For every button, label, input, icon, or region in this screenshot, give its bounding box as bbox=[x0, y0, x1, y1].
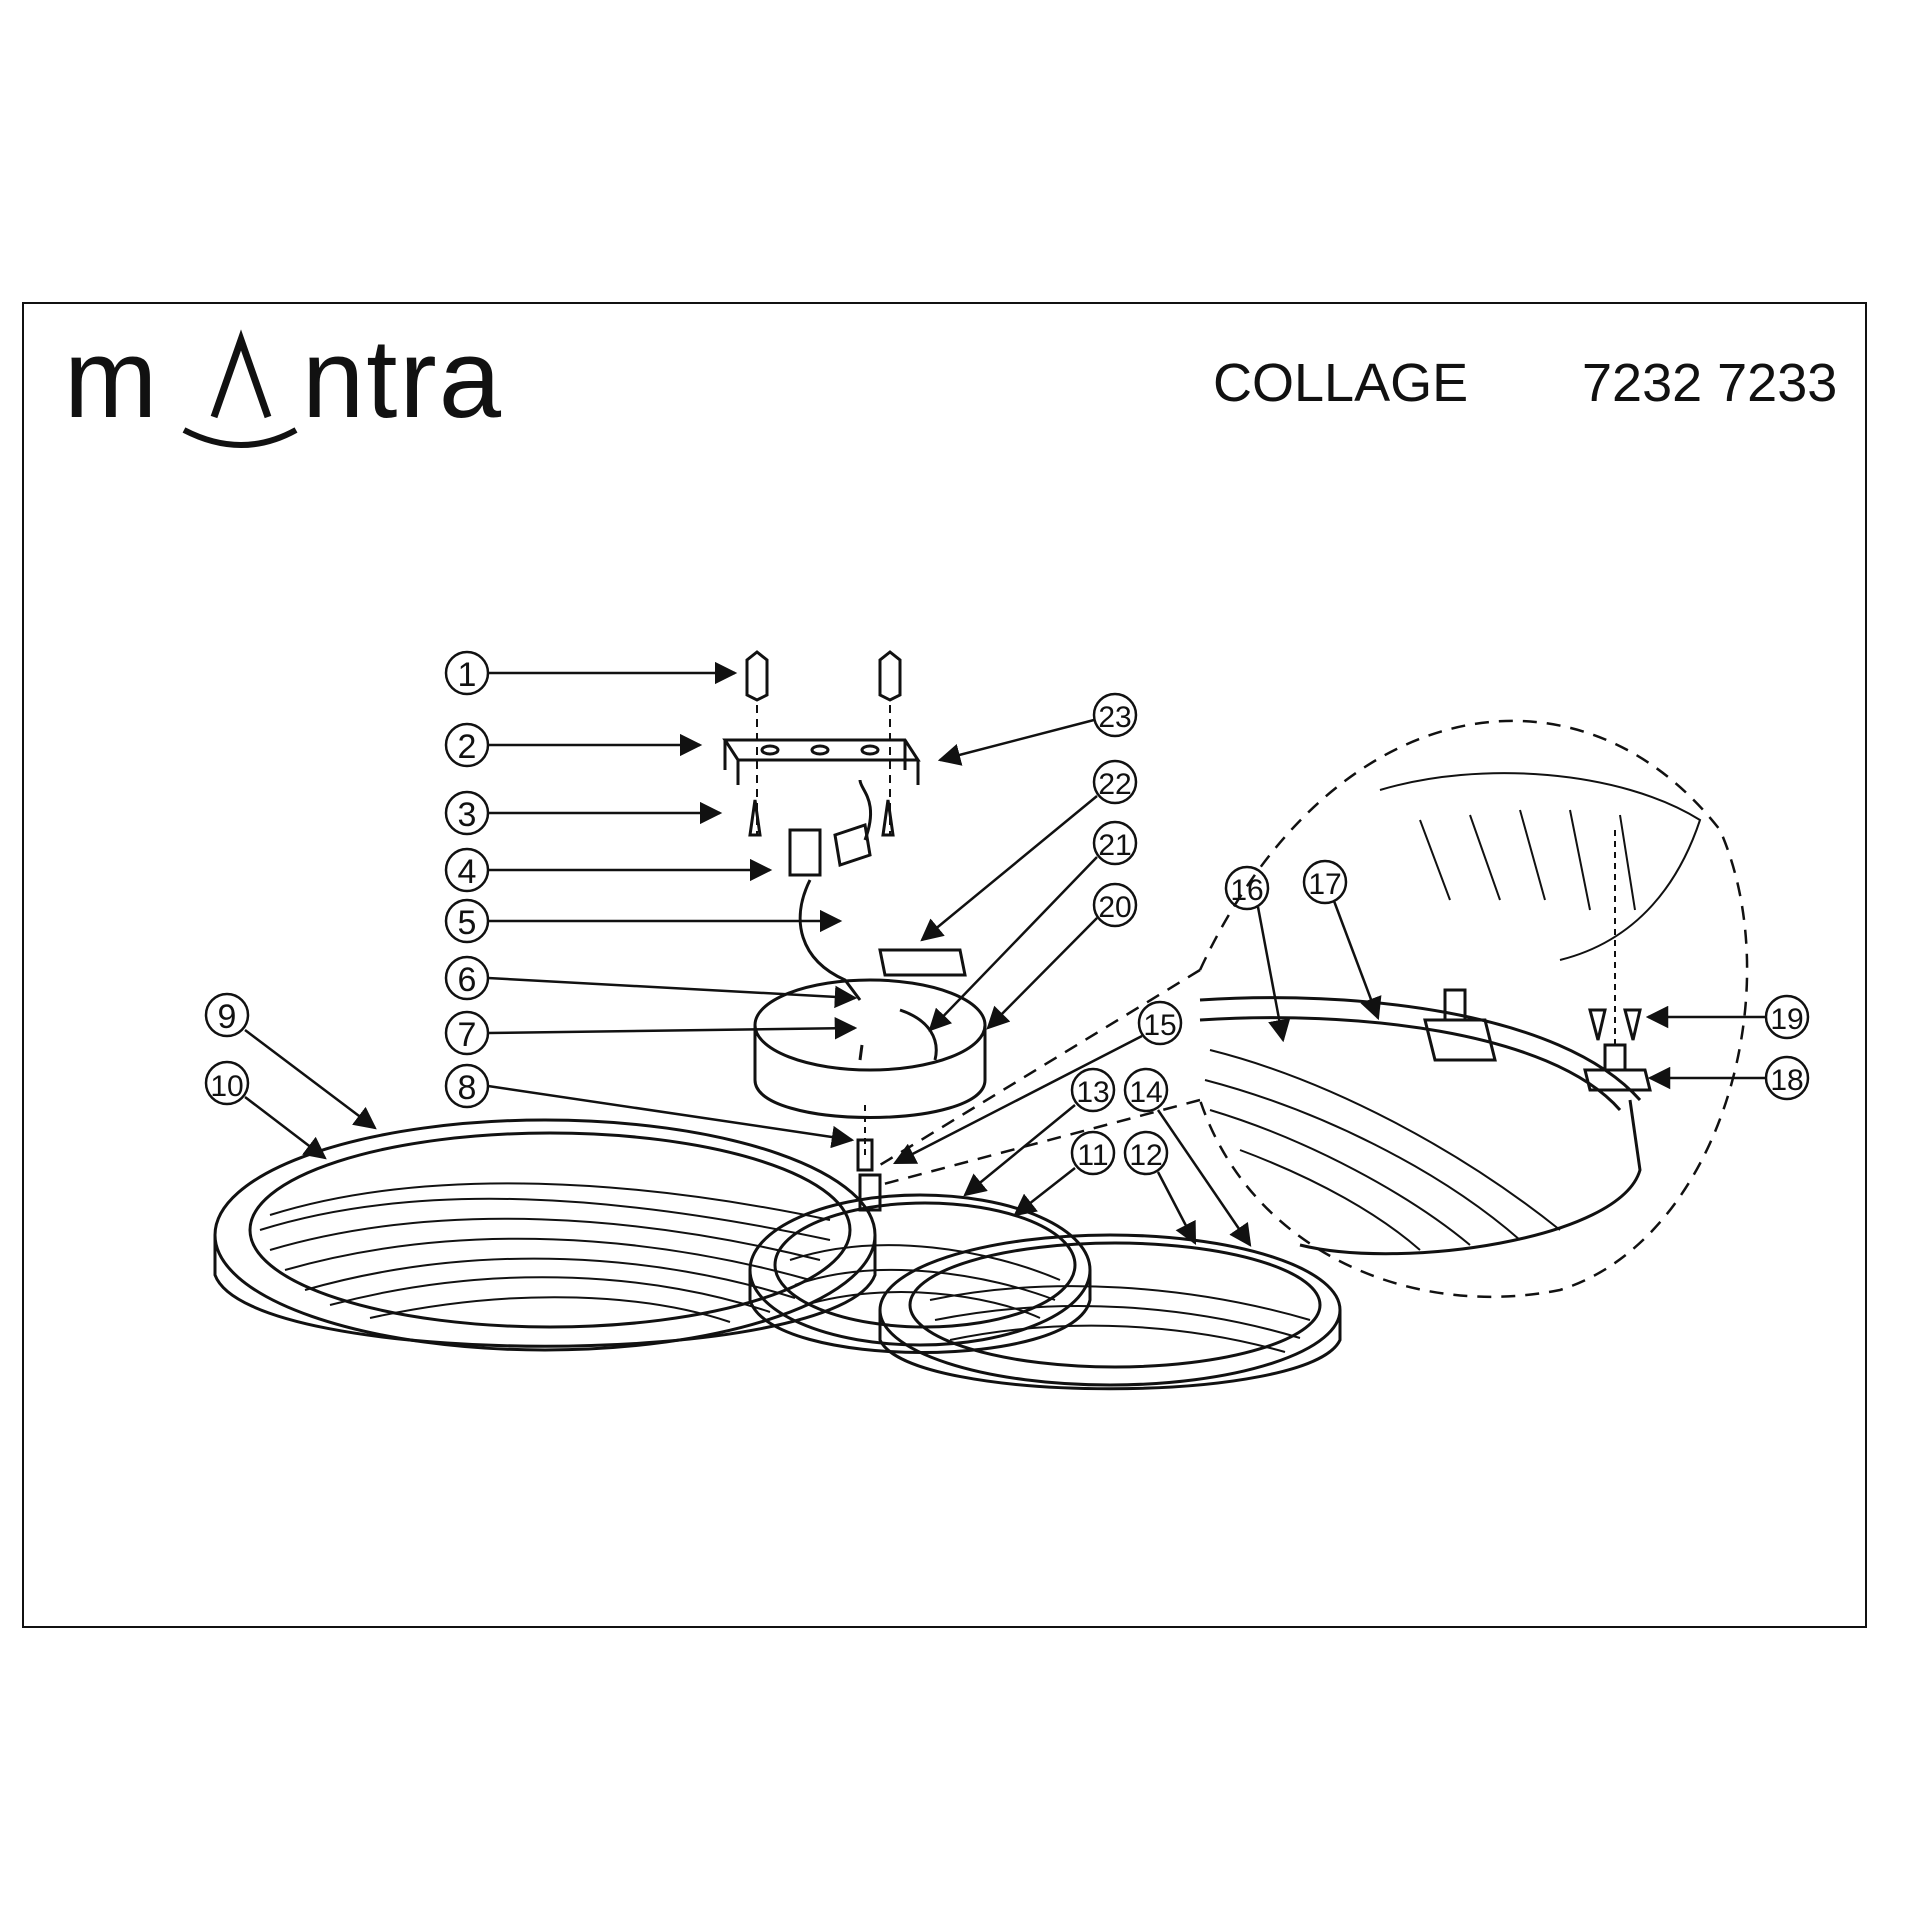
callout-5: 5 bbox=[444, 898, 843, 944]
callout-number: 14 bbox=[1129, 1076, 1162, 1109]
svg-text:ntra: ntra bbox=[302, 316, 503, 441]
callout-number: 13 bbox=[1076, 1076, 1109, 1109]
terminal-block bbox=[788, 779, 872, 1001]
callout-number: 20 bbox=[1098, 891, 1131, 924]
canopy bbox=[753, 948, 987, 1119]
callout-13: 13 bbox=[963, 1067, 1116, 1197]
callout-number: 21 bbox=[1098, 829, 1131, 862]
svg-text:m: m bbox=[64, 316, 159, 441]
callout-22: 22 bbox=[920, 759, 1138, 942]
magnifier-leader-lower bbox=[879, 1098, 1201, 1187]
callout-2: 2 bbox=[444, 722, 703, 768]
logo-graphic: m ntra bbox=[64, 316, 501, 448]
callout-number: 23 bbox=[1098, 701, 1131, 734]
callout-14: 14 bbox=[1123, 1067, 1252, 1247]
callout-number: 4 bbox=[458, 853, 477, 891]
callout-number: 10 bbox=[210, 1070, 243, 1103]
callout-12: 12 bbox=[1123, 1130, 1197, 1245]
callout-number: 18 bbox=[1770, 1064, 1803, 1097]
callout-15: 15 bbox=[892, 1000, 1183, 1165]
detail-clamp bbox=[1423, 988, 1497, 1062]
callout-number: 17 bbox=[1308, 868, 1341, 901]
callout-number: 15 bbox=[1143, 1009, 1176, 1042]
ceiling-screws bbox=[748, 799, 895, 837]
callout-number: 1 bbox=[458, 656, 477, 694]
callout-number: 22 bbox=[1098, 768, 1131, 801]
callout-number: 3 bbox=[458, 796, 477, 834]
callout-16: 16 bbox=[1224, 865, 1291, 1043]
magnifier-leader-upper bbox=[879, 968, 1201, 1167]
callout-6: 6 bbox=[444, 955, 858, 1009]
callout-number: 6 bbox=[458, 961, 477, 999]
mounting-bracket bbox=[722, 738, 921, 785]
callout-18: 18 bbox=[1647, 1055, 1810, 1101]
connection-post bbox=[856, 1105, 882, 1212]
callout-19: 19 bbox=[1645, 994, 1810, 1040]
callout-number: 11 bbox=[1077, 1139, 1108, 1172]
callout-number: 9 bbox=[218, 998, 237, 1036]
ring-left bbox=[213, 1118, 877, 1352]
ring-right bbox=[878, 1233, 1342, 1391]
detail-mount-plate bbox=[1583, 830, 1652, 1092]
callout-4: 4 bbox=[444, 847, 773, 893]
callout-number: 16 bbox=[1230, 874, 1263, 907]
detail-screws bbox=[1588, 1008, 1642, 1041]
callout-9: 9 bbox=[204, 992, 377, 1130]
callout-23: 23 bbox=[937, 692, 1138, 766]
callout-number: 12 bbox=[1129, 1139, 1162, 1172]
callout-3: 3 bbox=[444, 790, 723, 836]
wall-plugs bbox=[745, 650, 902, 835]
product-name: COLLAGE bbox=[1213, 353, 1469, 413]
callout-layer: 1 2 3 4 5 bbox=[204, 650, 1810, 1247]
callout-1: 1 bbox=[444, 650, 738, 696]
ring-middle bbox=[748, 1193, 1092, 1354]
callout-10: 10 bbox=[204, 1060, 327, 1160]
callout-8: 8 bbox=[444, 1063, 855, 1149]
model-codes: 7232 7233 bbox=[1582, 353, 1838, 413]
callout-11: 11 bbox=[1013, 1130, 1116, 1217]
callout-number: 5 bbox=[458, 904, 477, 942]
drawing-frame bbox=[22, 302, 1867, 1628]
callout-number: 8 bbox=[458, 1069, 477, 1107]
callout-20: 20 bbox=[986, 882, 1138, 1030]
callout-number: 19 bbox=[1770, 1003, 1803, 1036]
callout-7: 7 bbox=[444, 1010, 858, 1056]
callout-number: 2 bbox=[458, 728, 477, 766]
callout-21: 21 bbox=[928, 820, 1138, 1032]
detail-magnifier-outline bbox=[1198, 719, 1749, 1298]
detail-ring bbox=[1199, 772, 1702, 1256]
callout-number: 7 bbox=[458, 1016, 477, 1054]
callout-17: 17 bbox=[1302, 859, 1382, 1021]
